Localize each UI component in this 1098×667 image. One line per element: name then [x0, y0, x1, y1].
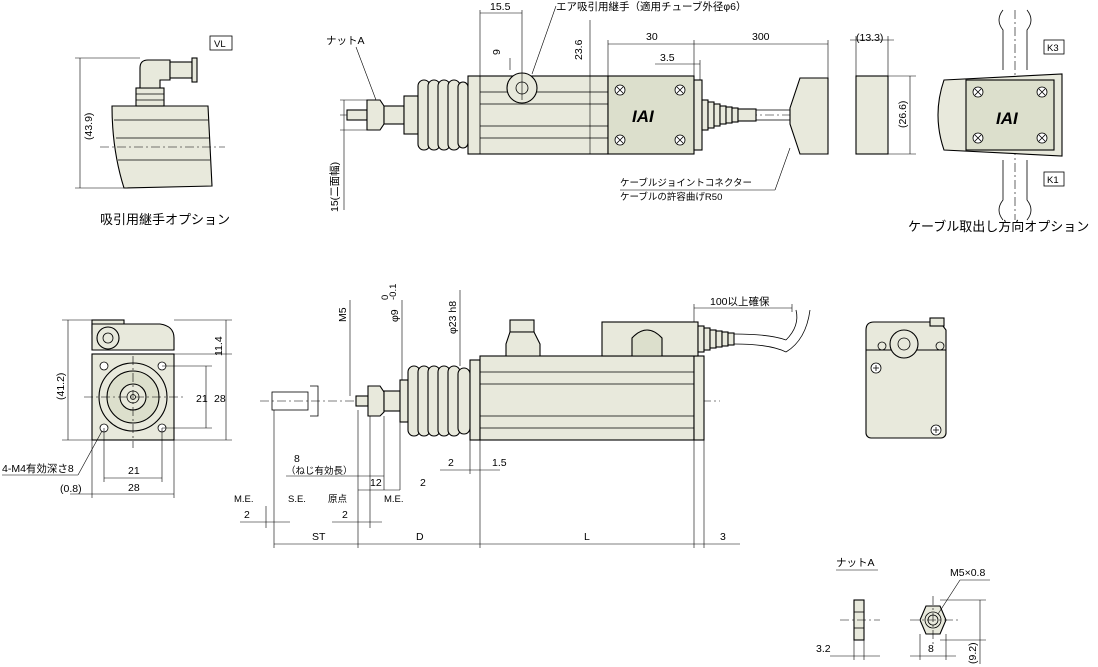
callout-cable-bend: ケーブルの許容曲げR50	[620, 191, 722, 203]
screw-icon	[972, 86, 984, 98]
main-side-view: 100以上確保 M5 φ9 0 -0.1 φ23 h8 8 （ねじ有効長） 12…	[234, 284, 811, 548]
dim-9: 9	[491, 49, 503, 55]
dim-3: 3	[720, 531, 726, 543]
callout-cable-length: 100以上確保	[710, 295, 770, 308]
cable-joint-side	[697, 325, 735, 353]
suction-option-view: VL (43.9) 吸引用継手オプション	[75, 35, 233, 227]
dim-13-3: (13.3)	[856, 32, 883, 44]
actuator-body-top	[467, 75, 609, 155]
screw-icon	[614, 84, 626, 96]
dim-41-2: (41.2)	[55, 373, 67, 400]
dim-phi9-tol-low: -0.1	[388, 284, 399, 300]
connector-top	[789, 77, 829, 155]
label-me-2: M.E.	[384, 494, 404, 505]
cable-joint-top	[701, 99, 757, 131]
caption-suction-option: 吸引用継手オプション	[100, 212, 230, 227]
dim-phi23: φ23 h8	[447, 301, 459, 334]
screw-icon	[674, 84, 686, 96]
k1-box	[1043, 171, 1065, 187]
dim-d: D	[416, 531, 424, 543]
label-se: S.E.	[288, 494, 306, 505]
iai-logo-top: IAI	[632, 107, 655, 126]
dim-phi9: φ9	[389, 309, 401, 322]
side-fitting	[505, 331, 541, 357]
dim-2-c: 2	[244, 509, 250, 521]
dim-2-b: 2	[420, 477, 426, 489]
dim-28-v: 28	[214, 393, 226, 405]
callout-nut-a: ナットA	[326, 35, 365, 47]
screw-icon	[930, 424, 942, 436]
label-origin: 原点	[328, 494, 348, 505]
dim-43-9: (43.9)	[83, 113, 95, 140]
nut-a-side	[367, 385, 385, 417]
dim-m5x0-8: M5×0.8	[950, 567, 985, 579]
dim-21-v: 21	[196, 393, 208, 405]
caption-cable-option: ケーブル取出し方向オプション	[908, 219, 1089, 234]
cable-direction-option-view: IAI K3 K1 ケーブル取出し方向オプション	[908, 9, 1089, 234]
vl-label: VL	[214, 39, 226, 50]
dim-3-2: 3.2	[816, 643, 831, 655]
dim-2-d: 2	[342, 509, 348, 521]
dim-21-h: 21	[128, 465, 140, 477]
dim-2-a: 2	[448, 457, 454, 469]
dim-thread-len: 8	[294, 453, 300, 465]
screw-icon	[674, 134, 686, 146]
dim-30: 30	[646, 31, 658, 43]
bellows-top	[417, 79, 469, 151]
screw-icon	[972, 132, 984, 144]
dim-1-5: 1.5	[492, 457, 507, 469]
bellows-side	[407, 365, 471, 437]
dim-12: 12	[370, 477, 382, 489]
nut-a-top	[366, 99, 385, 131]
actuator-body-side	[479, 355, 695, 441]
elbow-fitting	[139, 59, 171, 89]
caption-nut-a-detail: ナットA	[836, 557, 875, 569]
front-view: (41.2) 11.4 21 28 21 28 (0.8) 4-M4有効深さ8	[2, 319, 232, 498]
iai-logo-k: IAI	[996, 109, 1019, 128]
dim-15-5: 15.5	[490, 1, 511, 13]
dim-9-2: (9.2)	[967, 642, 979, 664]
label-me-1: M.E.	[234, 494, 254, 505]
rear-view	[865, 317, 947, 439]
dim-thread-len-note: （ねじ有効長）	[286, 465, 353, 477]
dim-0-8: (0.8)	[60, 483, 82, 495]
screw-icon	[870, 362, 882, 374]
screw-icon	[1036, 132, 1048, 144]
dim-m5: M5	[337, 307, 349, 322]
dim-3-5: 3.5	[660, 52, 675, 64]
end-block	[855, 75, 889, 155]
dim-8: 8	[928, 643, 934, 655]
dim-28-h: 28	[128, 482, 140, 494]
dim-st: ST	[312, 531, 326, 543]
dim-23-6: 23.6	[573, 39, 585, 60]
screw-icon	[614, 134, 626, 146]
k3-box	[1043, 39, 1065, 55]
fitting-base	[135, 87, 165, 107]
callout-cable-joint: ケーブルジョイントコネクター	[620, 177, 752, 189]
dim-phi9-tol-up: 0	[380, 295, 391, 300]
k3-label: K3	[1047, 43, 1059, 54]
suction-body	[111, 105, 213, 189]
dim-300: 300	[752, 31, 770, 43]
end-view-top: (13.3) (26.6)	[850, 32, 916, 155]
dim-l: L	[584, 531, 590, 543]
mount-hole-icon	[99, 361, 109, 371]
nut-a-detail: ナットA 3.2 M5×0.8 8 (9.2)	[816, 557, 990, 664]
callout-air-fitting: エア吸引用継手（適用チューブ外径φ6）	[556, 0, 747, 13]
rear-body	[865, 345, 947, 439]
k1-label: K1	[1047, 175, 1059, 186]
vl-box	[209, 35, 233, 51]
top-side-view: IAI 15.5 9 23.6 30 3.5	[326, 0, 829, 212]
screw-icon	[1036, 86, 1048, 98]
fitting-push-ring	[169, 61, 193, 79]
dim-26-6: (26.6)	[897, 101, 909, 128]
callout-mount-holes: 4-M4有効深さ8	[2, 462, 74, 475]
dim-11-4: 11.4	[213, 336, 225, 356]
dim-15-flats: 15(二面幅)	[328, 162, 341, 212]
